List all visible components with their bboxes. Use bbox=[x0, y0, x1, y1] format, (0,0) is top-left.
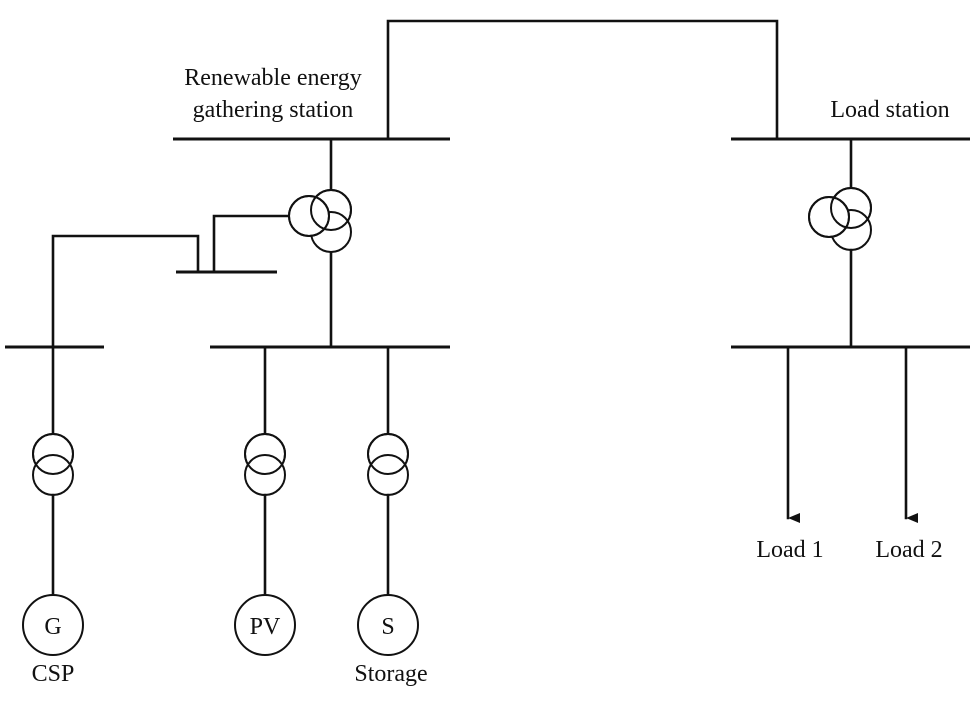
pv-symbol: PV bbox=[250, 614, 281, 640]
storage-icon: S bbox=[357, 594, 419, 656]
tertiary-wire bbox=[212, 214, 291, 274]
csp-label: CSP bbox=[32, 661, 75, 687]
pv-icon: PV bbox=[234, 594, 296, 656]
generator-icon: G bbox=[22, 594, 84, 656]
storage-transformer-icon bbox=[367, 433, 409, 496]
renewable-station-label-line2: gathering station bbox=[193, 97, 354, 123]
generator-symbol: G bbox=[44, 614, 61, 640]
tie-line bbox=[386, 19, 779, 141]
load-transformer-icon bbox=[808, 187, 872, 251]
csp-feeder-line bbox=[51, 234, 200, 349]
storage-label: Storage bbox=[354, 661, 427, 687]
storage-symbol: S bbox=[381, 614, 394, 640]
three-winding-transformer-icon bbox=[288, 189, 352, 253]
pv-transformer-icon bbox=[244, 433, 286, 496]
load2-label: Load 2 bbox=[875, 537, 942, 563]
load-station-label: Load station bbox=[830, 97, 949, 123]
renewable-station-label-line1: Renewable energy bbox=[184, 65, 361, 91]
csp-transformer-icon bbox=[32, 433, 74, 496]
load1-label: Load 1 bbox=[756, 537, 823, 563]
